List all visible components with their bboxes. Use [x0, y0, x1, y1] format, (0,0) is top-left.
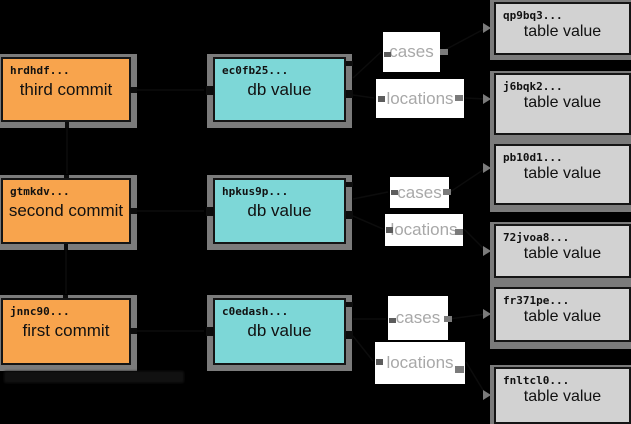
commit-node-second: gtmkdv... second commit	[0, 175, 137, 250]
edge-notch-icon	[64, 244, 68, 250]
table-name-cases-3: cases	[388, 296, 448, 340]
edge-notch-icon	[346, 331, 353, 339]
table-name-cases-1: cases	[383, 32, 440, 72]
table-value-node-1: qp9bq3... table value	[490, 0, 631, 60]
arrowhead-icon	[376, 359, 383, 365]
table-label: table value	[523, 23, 602, 40]
edge-notch-icon	[346, 90, 353, 98]
table-value-node-3: pb10d1... table value	[490, 142, 631, 212]
db-hash: hpkus9p...	[222, 185, 289, 198]
arrowhead-icon	[378, 96, 385, 102]
arrowhead-icon	[483, 246, 491, 256]
table-name-locations-3: locations	[375, 342, 465, 384]
edge-notch-icon	[65, 122, 69, 128]
table-hash: fr371pe...	[503, 294, 570, 307]
arrowhead-icon	[389, 318, 396, 323]
arrowhead-icon	[206, 207, 214, 216]
commit-label: second commit	[8, 201, 124, 220]
table-name-cases-2: cases	[390, 177, 449, 208]
edge-notch-icon	[346, 61, 353, 66]
arrowhead-icon	[206, 327, 214, 336]
table-value-node-4: 72jvoa8... table value	[490, 222, 631, 285]
table-hash: fnltcl0...	[503, 374, 570, 387]
edge-tail-icon	[440, 49, 448, 55]
commit-label: first commit	[22, 321, 110, 340]
arrowhead-icon	[483, 163, 491, 173]
table-hash: 72jvoa8...	[503, 231, 570, 244]
commit-node-first: jnnc90... first commit	[0, 295, 137, 371]
arrowhead-icon	[64, 175, 69, 178]
edge-notch-icon	[130, 328, 137, 334]
arrowhead-icon	[483, 23, 491, 33]
db-hash: c0edash...	[222, 305, 289, 318]
commit-node-third: hrdhdf... third commit	[0, 54, 137, 128]
arrowhead-icon	[391, 190, 398, 195]
commit-hash: gtmkdv...	[10, 185, 70, 198]
arrowhead-icon	[483, 309, 491, 319]
db-value-node-3: c0edash... db value	[207, 295, 352, 371]
table-name-locations-1: locations	[376, 79, 464, 118]
arrowhead-icon	[63, 295, 68, 298]
db-hash: ec0fb25...	[222, 64, 289, 77]
table-label: table value	[523, 388, 602, 405]
arrowhead-icon	[386, 227, 393, 233]
table-value-node-5: fr371pe... table value	[490, 285, 631, 349]
table-label: table value	[523, 245, 602, 262]
table-hash: j6bqk2...	[503, 80, 563, 93]
edge-notch-icon	[346, 211, 353, 219]
arrowhead-icon	[483, 390, 491, 400]
edge-tail-icon	[443, 189, 451, 195]
table-label: table value	[523, 94, 602, 111]
db-value-node-2: hpkus9p... db value	[207, 175, 352, 250]
table-hash: pb10d1...	[503, 151, 563, 164]
edge-notch-icon	[346, 302, 353, 307]
commit-hash: jnnc90...	[10, 305, 70, 318]
table-value-node-6: fnltcl0... table value	[490, 365, 631, 424]
edge-notch-icon	[346, 182, 353, 187]
db-value-node-1: ec0fb25... db value	[207, 54, 352, 128]
edge-tail-icon	[444, 316, 452, 322]
edge-tail-icon	[455, 366, 464, 373]
edge-notch-icon	[130, 208, 137, 214]
arrowhead-icon	[384, 52, 391, 57]
edge-tail-icon	[455, 95, 463, 101]
table-name-locations-2: locations	[385, 214, 463, 246]
db-label: db value	[247, 80, 312, 99]
table-value-node-2: j6bqk2... table value	[490, 71, 631, 142]
edge-tail-icon	[455, 229, 463, 235]
commit-label: third commit	[19, 80, 113, 99]
edge-notch-icon	[130, 87, 137, 93]
db-label: db value	[247, 321, 312, 340]
db-label: db value	[247, 201, 312, 220]
ghost-text-artifact	[4, 371, 184, 383]
arrowhead-icon	[206, 86, 214, 95]
table-label: table value	[523, 308, 602, 325]
table-hash: qp9bq3...	[503, 9, 563, 22]
table-label: table value	[523, 165, 602, 182]
arrowhead-icon	[483, 94, 491, 104]
commit-hash: hrdhdf...	[10, 64, 70, 77]
